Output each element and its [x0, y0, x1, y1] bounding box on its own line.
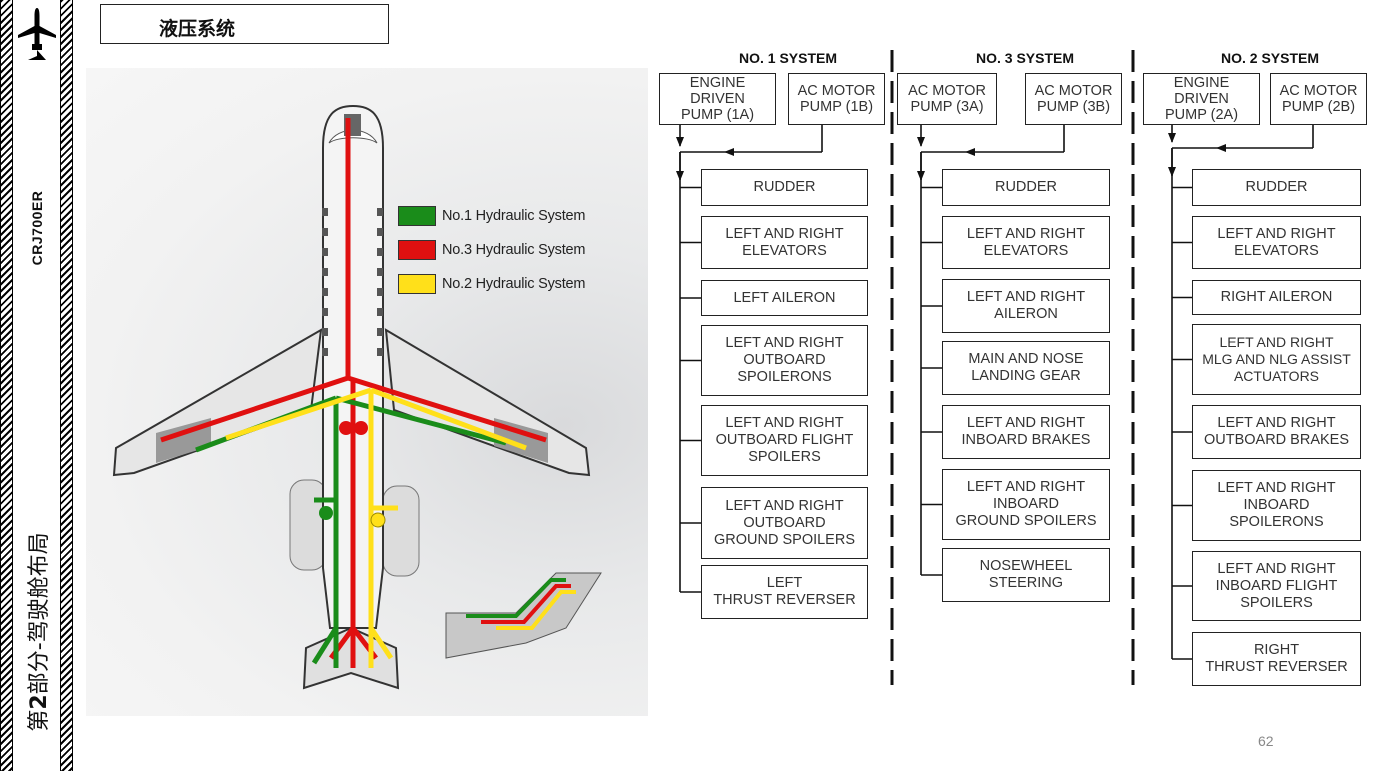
left-engine	[289, 479, 327, 571]
pump-box: AC MOTOR PUMP (3B)	[1025, 73, 1122, 125]
page-title: 液压系统	[159, 18, 236, 40]
hydraulic-lines-no2	[225, 387, 527, 668]
consumer-box: LEFT AND RIGHT INBOARD BRAKES	[942, 405, 1110, 459]
consumer-box: LEFT AND RIGHT ELEVATORS	[942, 216, 1110, 269]
legend-label: No.1 Hydraulic System	[442, 208, 586, 224]
pump-box: ENGINE DRIVEN PUMP (1A)	[659, 73, 776, 125]
consumer-box: LEFT AND RIGHT INBOARD GROUND SPOILERS	[942, 469, 1110, 540]
consumer-box: LEFT AND RIGHT OUTBOARD BRAKES	[1192, 405, 1361, 459]
aircraft-hydraulic-illustration: No.1 Hydraulic System No.3 Hydraulic Sys…	[86, 68, 648, 716]
system-title: NO. 1 SYSTEM	[738, 50, 838, 66]
aircraft-drawing	[112, 104, 602, 690]
consumer-box: LEFT THRUST REVERSER	[701, 565, 868, 619]
consumer-box: RIGHT THRUST REVERSER	[1192, 632, 1361, 686]
consumer-box: LEFT AND RIGHT INBOARD FLIGHT SPOILERS	[1192, 551, 1361, 621]
consumer-box: MAIN AND NOSE LANDING GEAR	[942, 341, 1110, 395]
consumer-box: LEFT AILERON	[701, 280, 868, 316]
right-engine	[382, 485, 420, 577]
legend-swatch	[398, 206, 436, 226]
airplane-icon	[18, 8, 56, 60]
legend-label: No.2 Hydraulic System	[442, 276, 586, 292]
consumer-box: RUDDER	[701, 169, 868, 206]
legend-swatch	[398, 274, 436, 294]
system-title: NO. 2 SYSTEM	[1220, 50, 1320, 66]
windows	[322, 208, 383, 356]
consumer-box: LEFT AND RIGHT OUTBOARD SPOILERONS	[701, 325, 868, 396]
section-label: 第2部分-驾驶舱布局	[27, 532, 52, 732]
consumer-box: NOSEWHEEL STEERING	[942, 548, 1110, 602]
consumer-box: LEFT AND RIGHT AILERON	[942, 279, 1110, 333]
right-wing	[384, 328, 591, 477]
pump-box: AC MOTOR PUMP (3A)	[897, 73, 997, 125]
consumer-box: RUDDER	[942, 169, 1110, 206]
legend-item-no3: No.3 Hydraulic System	[398, 233, 585, 267]
legend-label: No.3 Hydraulic System	[442, 242, 586, 258]
consumer-box: LEFT AND RIGHT OUTBOARD GROUND SPOILERS	[701, 487, 868, 559]
consumer-box: LEFT AND RIGHT ELEVATORS	[701, 216, 868, 269]
consumer-box: LEFT AND RIGHT INBOARD SPOILERONS	[1192, 470, 1361, 541]
pump-box: ENGINE DRIVEN PUMP (2A)	[1143, 73, 1260, 125]
no1-engine-pump	[319, 506, 333, 520]
left-wing	[112, 328, 323, 477]
legend-item-no2: No.2 Hydraulic System	[398, 267, 585, 301]
legend-item-no1: No.1 Hydraulic System	[398, 199, 585, 233]
consumer-box: LEFT AND RIGHT ELEVATORS	[1192, 216, 1361, 269]
no3-pump-left	[339, 421, 353, 435]
consumer-box: LEFT AND RIGHT MLG AND NLG ASSIST ACTUAT…	[1192, 324, 1361, 395]
consumer-box: RIGHT AILERON	[1192, 280, 1361, 315]
pump-box: AC MOTOR PUMP (2B)	[1270, 73, 1367, 125]
no2-engine-pump	[370, 512, 386, 528]
page-number: 62	[1258, 733, 1274, 749]
aircraft-model-label: CRJ700ER	[29, 190, 45, 266]
consumer-box: LEFT AND RIGHT OUTBOARD FLIGHT SPOILERS	[701, 405, 868, 476]
legend-swatch	[398, 240, 436, 260]
cockpit-window	[328, 129, 378, 144]
pump-box: AC MOTOR PUMP (1B)	[788, 73, 885, 125]
hatch-border-right	[60, 0, 73, 771]
tail-hydraulic-lines	[466, 578, 576, 630]
hydraulic-legend: No.1 Hydraulic System No.3 Hydraulic Sys…	[398, 199, 585, 301]
no3-pump-right	[354, 421, 368, 435]
hatch-border-left	[0, 0, 13, 771]
vertical-tail-inset	[445, 572, 602, 659]
sidebar: CRJ700ER 第2部分-驾驶舱布局	[0, 0, 76, 771]
consumer-box: RUDDER	[1192, 169, 1361, 206]
system-title: NO. 3 SYSTEM	[975, 50, 1075, 66]
page-title-box: 液压系统	[100, 4, 389, 44]
